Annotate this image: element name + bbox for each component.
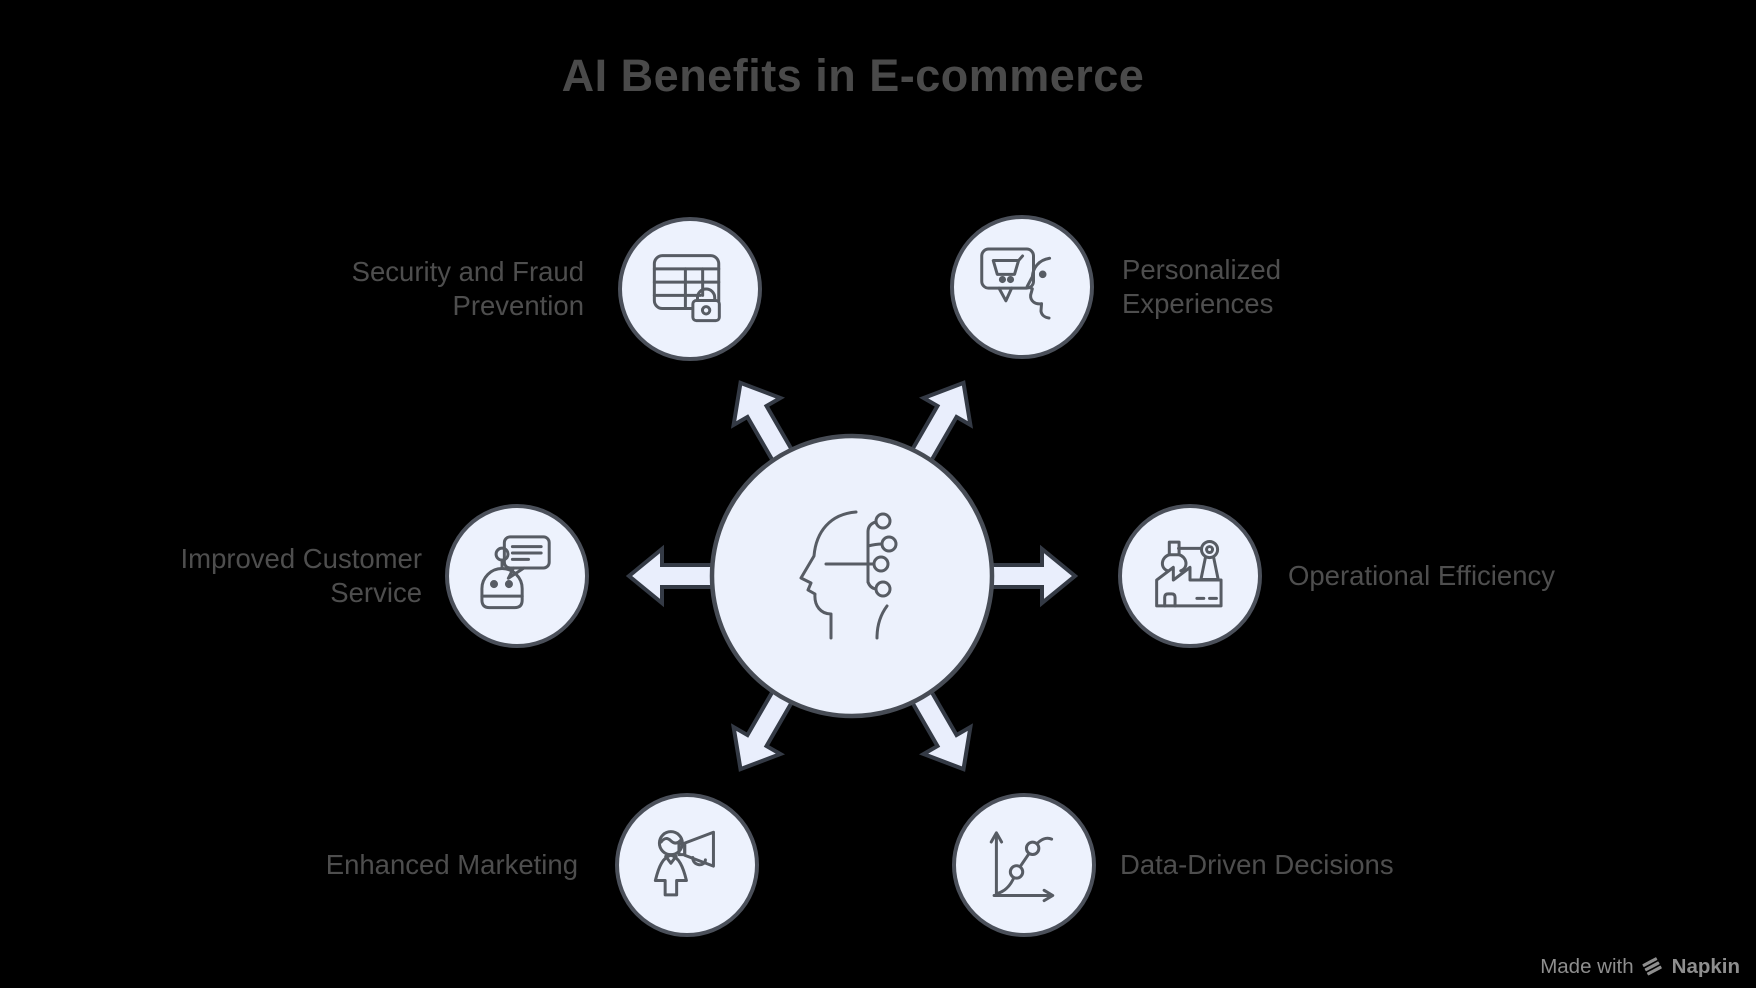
node-enhanced-marketing [615,793,759,937]
person-megaphone-icon [653,830,715,897]
node-security-fraud-prevention [618,217,762,361]
hub-circle [709,433,995,719]
node-operational-efficiency [1118,504,1262,648]
node-improved-customer-service [445,504,589,648]
watermark-brand-text: Napkin [1671,955,1740,978]
growth-chart-icon [989,831,1055,903]
label-operational-efficiency: Operational Efficiency [1288,560,1555,591]
chatbot-speech-icon [480,535,551,610]
label-improved-customer-service: Improved Customer Service [180,543,422,608]
secure-table-lock-icon [652,254,721,323]
ai-head-circuit-icon [799,510,898,640]
label-personalized-experiences: Personalized Experiences [1122,254,1281,319]
label-security-fraud-prevention: Security and Fraud Prevention [351,256,584,321]
factory-robot-arm-icon [1155,540,1223,608]
napkin-logo-icon [1642,957,1662,976]
watermark: Made with Napkin [1540,949,1740,985]
page-title: AI Benefits in E-commerce [561,50,1145,101]
node-data-driven-decisions [952,793,1096,937]
cart-speech-face-icon [980,247,1052,320]
label-data-driven-decisions: Data-Driven Decisions [1120,849,1394,880]
watermark-made-with-text: Made with [1540,955,1634,978]
node-personalized-experiences [950,215,1094,359]
label-enhanced-marketing: Enhanced Marketing [325,849,578,880]
